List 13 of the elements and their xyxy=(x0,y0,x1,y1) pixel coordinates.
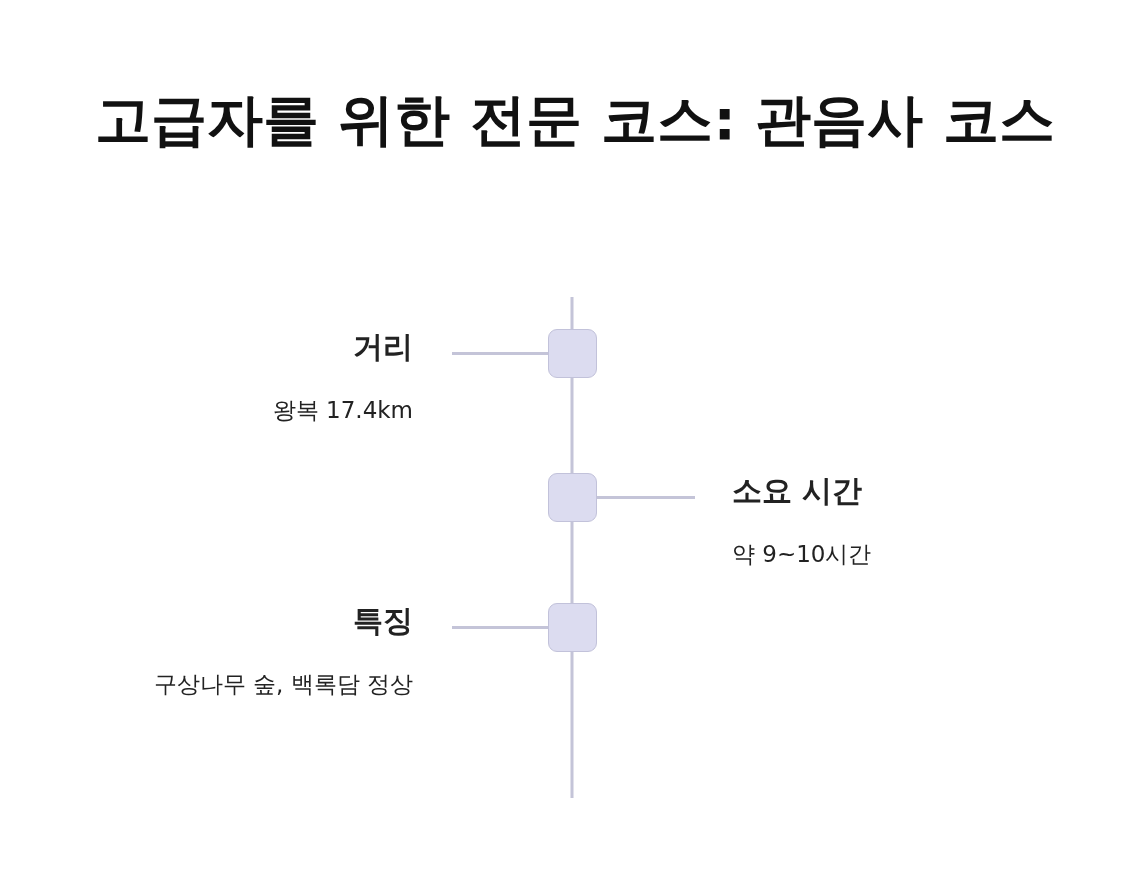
item-heading: 거리 xyxy=(353,328,413,366)
connector-line xyxy=(452,626,548,629)
connector-line xyxy=(452,352,548,355)
item-description: 구상나무 숲, 백록담 정상 xyxy=(153,670,413,699)
item-description: 왕복 17.4km xyxy=(272,396,413,425)
item-heading: 소요 시간 xyxy=(732,472,863,510)
timeline-marker xyxy=(548,603,597,652)
timeline-marker xyxy=(548,329,597,378)
timeline-marker xyxy=(548,473,597,522)
item-heading: 특징 xyxy=(353,602,413,640)
item-description: 약 9~10시간 xyxy=(732,540,872,569)
connector-line xyxy=(597,496,695,499)
title: 고급자를 위한 전문 코스: 관음사 코스 xyxy=(95,86,1055,154)
